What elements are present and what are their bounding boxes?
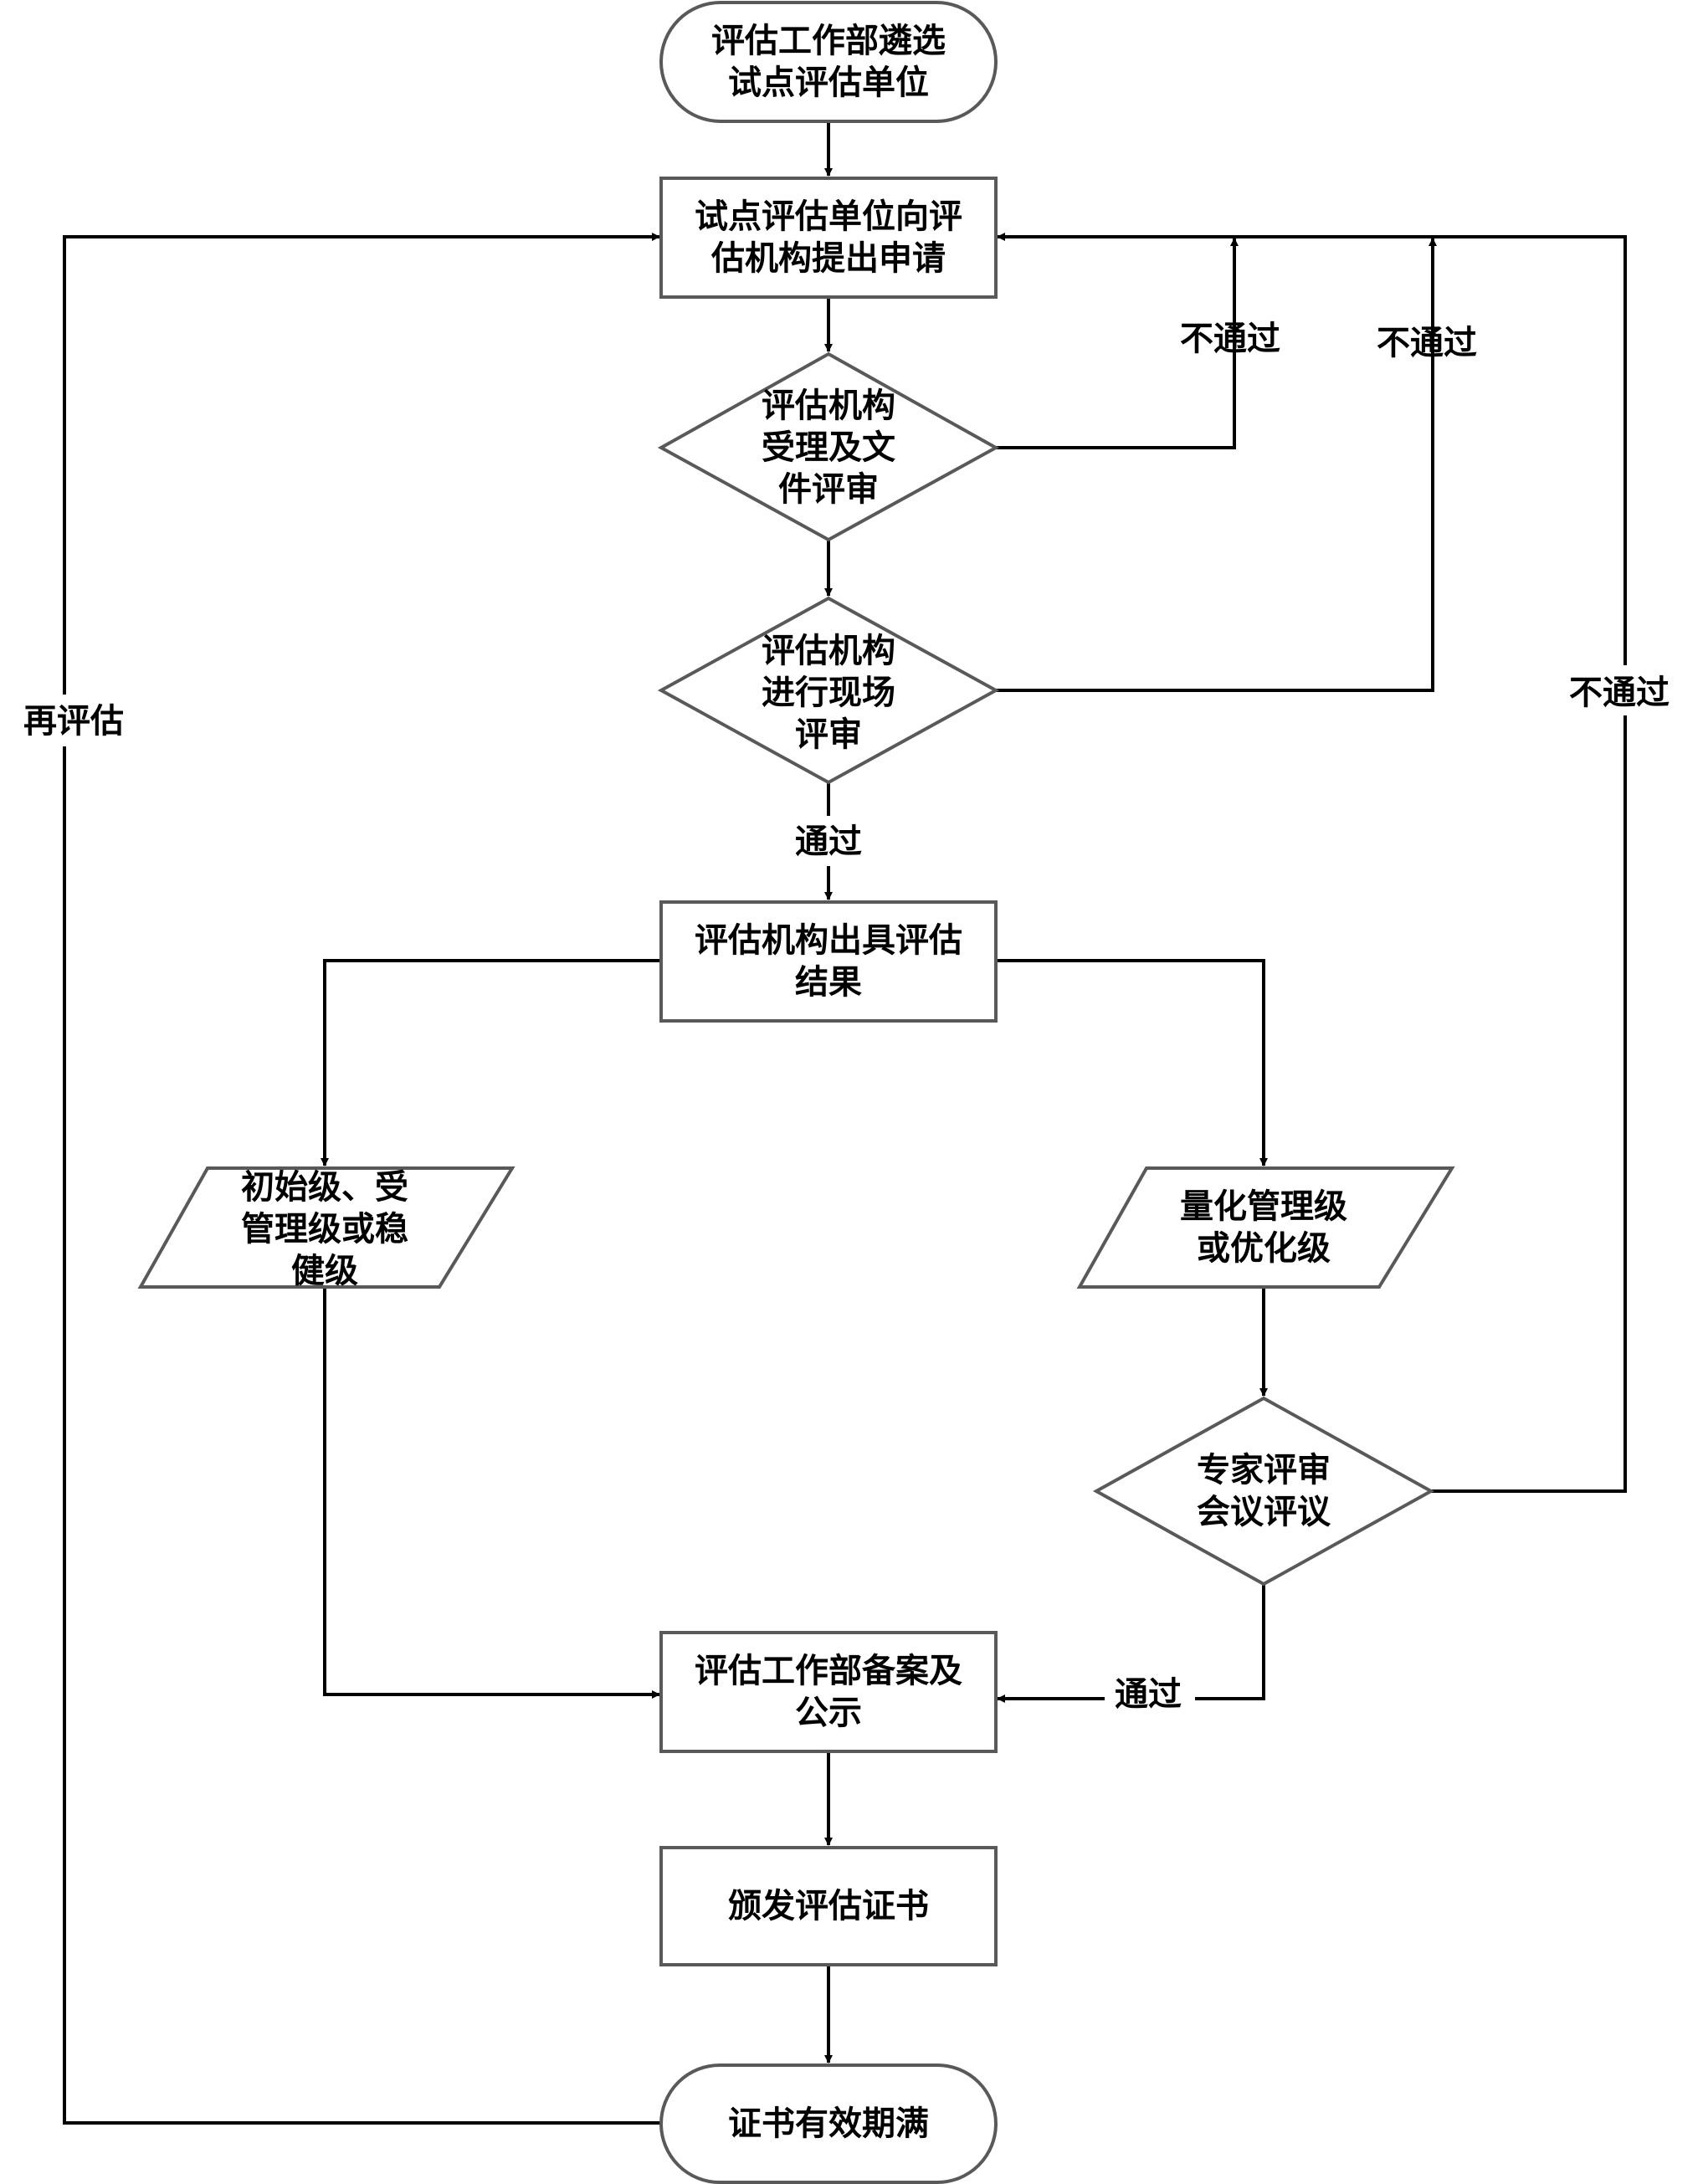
low-levels-node: 初始级、受管理级或稳健级	[137, 1166, 516, 1290]
edge-result-to-low-levels	[321, 959, 661, 1166]
node-label-line: 进行现场	[762, 674, 895, 712]
node-label-line: 件评审	[778, 470, 879, 509]
node-label-line: 受理及文	[762, 428, 895, 467]
edge-result-to-high-levels	[996, 959, 1268, 1166]
node-label-line: 评估工作部遴选	[711, 22, 946, 60]
node-label-line: 颁发评估证书	[728, 1887, 929, 1925]
apply-node: 试点评估单位向评估机构提出申请	[659, 177, 998, 299]
expiry-node: 证书有效期满	[659, 2064, 998, 2184]
node-label-line: 估机构提出申请	[710, 239, 946, 278]
expert-review-decision: 专家评审会议评议	[1092, 1396, 1435, 1587]
edge-doc-review-fail	[996, 238, 1239, 449]
edges	[63, 121, 1627, 2125]
node-label-line: 评估机构	[762, 387, 895, 425]
node-label-line: 或优化级	[1197, 1229, 1331, 1268]
result-node: 评估机构出具评估结果	[659, 900, 998, 1023]
result-node-text: 评估机构出具评估结果	[695, 921, 962, 1002]
node-label-line: 评估工作部备案及	[695, 1652, 962, 1690]
site-review-decision-text: 评估机构进行现场评审	[762, 632, 895, 754]
node-label-line: 评估机构出具评估	[695, 921, 962, 960]
expert-review-fail-label: 不通过	[1569, 674, 1670, 712]
doc-review-decision: 评估机构受理及文件评审	[657, 351, 1000, 542]
site-review-decision: 评估机构进行现场评审	[657, 596, 1000, 785]
doc-review-fail-label: 不通过	[1180, 320, 1280, 358]
reassess-label: 再评估	[23, 702, 124, 741]
certificate-node-text: 颁发评估证书	[728, 1887, 929, 1925]
node-label-line: 试点评估单位	[728, 64, 929, 102]
node-label-line: 结果	[795, 963, 862, 1002]
nodes: 评估工作部遴选试点评估单位 试点评估单位向评估机构提出申请 评估机构受理及文件评…	[137, 1, 1455, 2184]
edge-low-levels-to-filing	[323, 1287, 660, 1699]
certificate-node: 颁发评估证书	[659, 1846, 998, 1966]
node-label-line: 会议评议	[1197, 1493, 1331, 1531]
node-label-line: 公示	[795, 1694, 862, 1732]
edge-expert-review-fail	[997, 233, 1627, 1493]
node-label-line: 管理级或稳	[241, 1210, 408, 1248]
node-label-line: 评估机构	[762, 632, 895, 670]
expiry-node-text: 证书有效期满	[728, 2105, 929, 2143]
high-levels-node-text: 量化管理级或优化级	[1180, 1187, 1347, 1268]
low-levels-node-text: 初始级、受管理级或稳健级	[241, 1168, 408, 1290]
node-label-line: 试点评估单位向评	[695, 197, 962, 236]
node-label-line: 评审	[795, 715, 862, 754]
edge-labels: 不通过 不通过 不通过 通过 通过 再评估	[15, 320, 1687, 1724]
apply-node-text: 试点评估单位向评估机构提出申请	[695, 197, 962, 278]
node-label-line: 初始级、受	[241, 1168, 408, 1207]
node-label-line: 健级	[291, 1252, 358, 1290]
expert-review-decision-text: 专家评审会议评议	[1197, 1451, 1331, 1531]
site-review-fail-label: 不通过	[1377, 324, 1477, 362]
node-label-line: 专家评审	[1197, 1451, 1331, 1489]
doc-review-decision-text: 评估机构受理及文件评审	[762, 387, 895, 509]
site-review-pass-label: 通过	[795, 823, 862, 861]
node-label-line: 证书有效期满	[728, 2105, 929, 2143]
edge-expert-review-to-filing	[997, 1584, 1265, 1703]
edge-reassess-loop	[63, 233, 661, 2125]
filing-node: 评估工作部备案及公示	[659, 1631, 998, 1753]
filing-node-text: 评估工作部备案及公示	[695, 1652, 962, 1732]
edge-site-review-fail	[996, 238, 1437, 692]
start-node: 评估工作部遴选试点评估单位	[659, 1, 998, 123]
start-node-text: 评估工作部遴选试点评估单位	[711, 22, 946, 102]
expert-review-pass-label: 通过	[1115, 1675, 1182, 1714]
node-label-line: 量化管理级	[1180, 1187, 1347, 1226]
high-levels-node: 量化管理级或优化级	[1076, 1166, 1455, 1289]
